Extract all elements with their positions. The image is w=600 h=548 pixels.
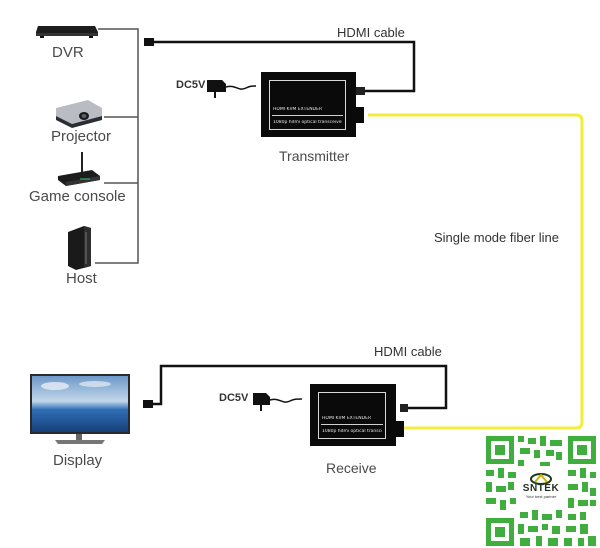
transmitter-fiber-port bbox=[356, 107, 364, 123]
transmitter-panel: HDMI KVM EXTENDER 1080p hdmi optical tra… bbox=[269, 80, 346, 130]
display-label: Display bbox=[53, 452, 103, 469]
rx-power-adapter bbox=[253, 393, 303, 411]
receiver-fiber-port bbox=[396, 421, 404, 437]
top-hdmi-cable-label: HDMI cable bbox=[337, 25, 405, 40]
receiver-label: Receive bbox=[326, 460, 377, 476]
source-bus bbox=[95, 28, 139, 264]
hdmi-plug-display bbox=[143, 400, 153, 408]
bottom-hdmi-cable bbox=[143, 364, 448, 412]
rx-power-label: DC5V bbox=[219, 392, 249, 404]
hdmi-plug-left bbox=[144, 38, 154, 46]
receiver-panel-subtitle: 1080p hdmi optical transceiver bbox=[322, 429, 382, 434]
top-hdmi-cable bbox=[144, 38, 416, 95]
receiver-unit: HDMI KVM EXTENDER 1080p hdmi optical tra… bbox=[310, 384, 404, 446]
hdmi-plug-receiver bbox=[400, 404, 408, 412]
qr-brand-tagline: Your best partner bbox=[525, 494, 557, 499]
receiver-panel-title: HDMI KVM EXTENDER bbox=[322, 416, 372, 421]
source-label-host: Host bbox=[66, 270, 97, 287]
transmitter-unit: HDMI KVM EXTENDER 1080p hdmi optical tra… bbox=[261, 72, 364, 137]
qr-brand-logo: SNTEK Your best partner bbox=[518, 472, 564, 508]
game-console-icon bbox=[58, 152, 100, 186]
qr-brand-name: SNTEK bbox=[522, 483, 560, 494]
qr-code bbox=[486, 436, 596, 546]
source-label-game-console: Game console bbox=[29, 188, 126, 205]
desktop-pc-icon bbox=[68, 226, 91, 270]
tx-power-adapter bbox=[207, 80, 257, 98]
source-label-dvr: DVR bbox=[52, 44, 84, 61]
transmitter-panel-divider bbox=[272, 115, 343, 116]
transmitter-panel-subtitle: 1080p hdmi optical transceiver bbox=[273, 120, 342, 125]
transmitter-panel-title: HDMI KVM EXTENDER bbox=[273, 107, 323, 112]
dvr-icon bbox=[36, 26, 98, 38]
tx-power-label: DC5V bbox=[176, 79, 206, 91]
sntek-logo-icon bbox=[530, 473, 552, 485]
source-label-projector: Projector bbox=[51, 128, 112, 145]
bottom-hdmi-cable-label: HDMI cable bbox=[374, 344, 442, 359]
bus-line bbox=[95, 28, 139, 264]
hdmi-plug-right bbox=[355, 87, 365, 95]
projector-icon bbox=[56, 100, 102, 128]
fiber-line bbox=[368, 113, 584, 430]
receiver-panel: HDMI KVM EXTENDER 1080p hdmi optical tra… bbox=[318, 392, 386, 439]
fiber-line-label: Single mode fiber line bbox=[434, 230, 560, 245]
receiver-panel-divider bbox=[321, 424, 383, 425]
tv-display-icon bbox=[30, 374, 130, 444]
transmitter-label: Transmitter bbox=[279, 148, 350, 164]
